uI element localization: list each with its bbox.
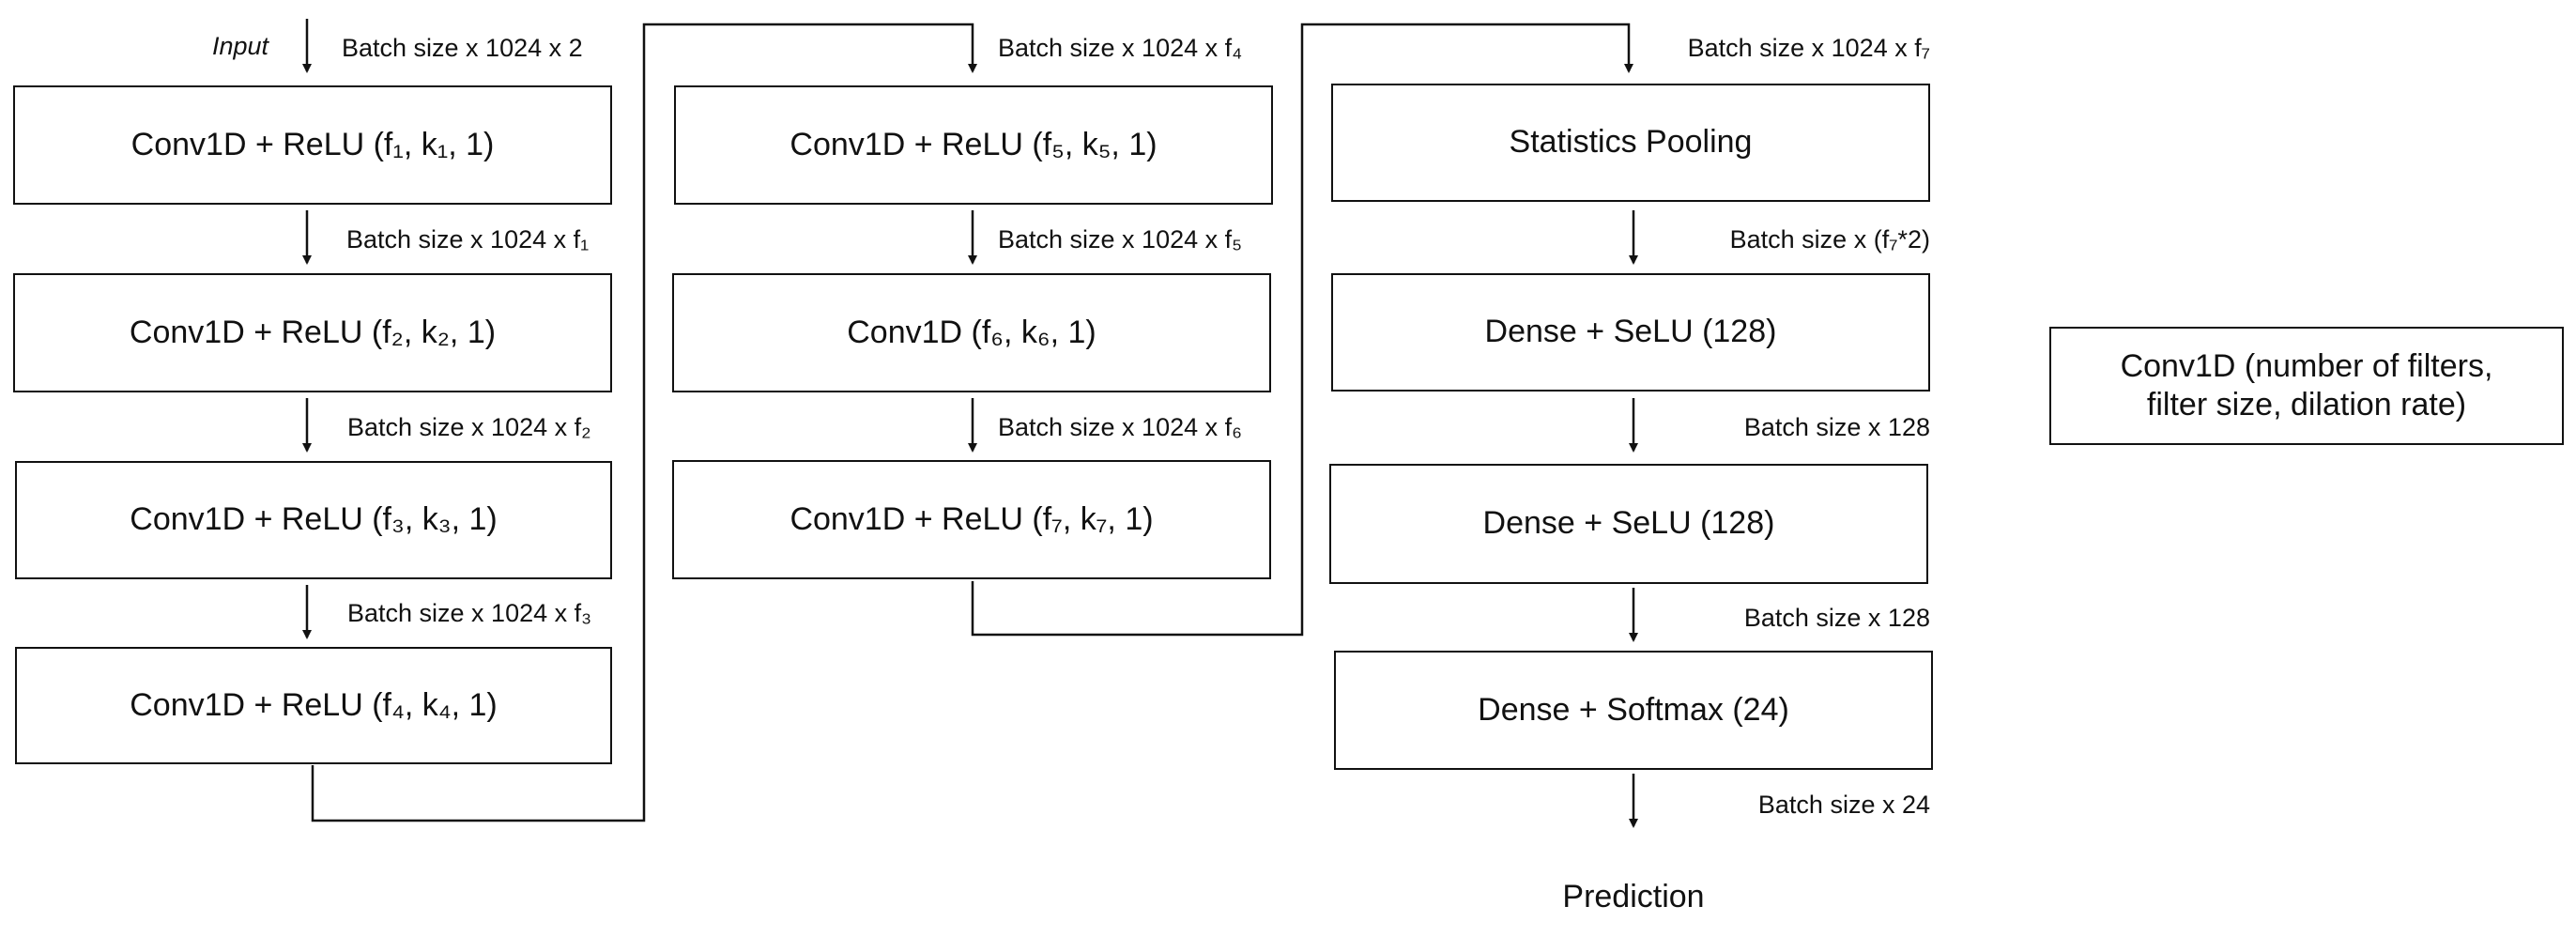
connector-col2-to-col3	[971, 23, 1633, 637]
conv-block-2: Conv1D + ReLU (f₂, k₂, 1)	[13, 273, 612, 392]
conv-block-4: Conv1D + ReLU (f₄, k₄, 1)	[15, 647, 612, 764]
conv-block-7: Conv1D + ReLU (f₇, k₇, 1)	[672, 460, 1271, 579]
block-label: Conv1D + ReLU (f₁, k₁, 1)	[130, 126, 495, 162]
block-label: Dense + Softmax (24)	[1478, 691, 1789, 728]
tensor-shape-label: Batch size x 24	[1757, 791, 1930, 819]
block-label: Conv1D + ReLU (f₂, k₂, 1)	[129, 314, 497, 350]
tensor-shape-label: Batch size x 1024 x 2	[342, 34, 583, 62]
input-label: Input	[212, 32, 269, 60]
tensor-shape-label: Batch size x 1024 x f₄	[998, 34, 1243, 62]
block-label: Conv1D + ReLU (f₅, k₅, 1)	[790, 126, 1158, 162]
dense-softmax-block: Dense + Softmax (24)	[1334, 651, 1933, 770]
block-label: Dense + SeLU (128)	[1484, 314, 1777, 350]
legend-box: Conv1D (number of filters, filter size, …	[2049, 327, 2564, 445]
tensor-shape-label: Batch size x 1024 x f₁	[346, 225, 590, 253]
block-label: Conv1D + ReLU (f₄, k₄, 1)	[130, 686, 498, 723]
tensor-shape-label: Batch size x 128	[1743, 413, 1930, 441]
dense-selu-block-2: Dense + SeLU (128)	[1329, 464, 1928, 584]
connector-col1-to-col2	[311, 23, 977, 822]
tensor-shape-label: Batch size x 1024 x f₃	[347, 599, 592, 627]
block-label: Dense + SeLU (128)	[1482, 505, 1775, 542]
tensor-shape-label: Batch size x 1024 x f₆	[998, 413, 1243, 441]
dense-selu-block-1: Dense + SeLU (128)	[1331, 273, 1930, 392]
legend-label: Conv1D (number of filters, filter size, …	[2120, 347, 2493, 422]
block-label: Conv1D + ReLU (f₇, k₇, 1)	[790, 500, 1154, 537]
prediction-label: Prediction	[1562, 879, 1705, 914]
conv-block-1: Conv1D + ReLU (f₁, k₁, 1)	[13, 85, 612, 205]
tensor-shape-label: Batch size x 128	[1743, 604, 1930, 632]
conv-block-3: Conv1D + ReLU (f₃, k₃, 1)	[15, 461, 612, 579]
conv-block-5: Conv1D + ReLU (f₅, k₅, 1)	[674, 85, 1273, 205]
block-label: Conv1D (f₆, k₆, 1)	[847, 314, 1096, 350]
tensor-shape-label: Batch size x 1024 x f₂	[347, 413, 591, 441]
block-label: Conv1D + ReLU (f₃, k₃, 1)	[130, 501, 498, 538]
tensor-shape-label: Batch size x (f₇*2)	[1729, 225, 1930, 253]
tensor-shape-label: Batch size x 1024 x f₅	[998, 225, 1243, 253]
block-label: Statistics Pooling	[1509, 124, 1753, 161]
tensor-shape-label: Batch size x 1024 x f₇	[1687, 34, 1930, 62]
conv-block-6: Conv1D (f₆, k₆, 1)	[672, 273, 1271, 392]
statistics-pooling-block: Statistics Pooling	[1331, 84, 1930, 202]
